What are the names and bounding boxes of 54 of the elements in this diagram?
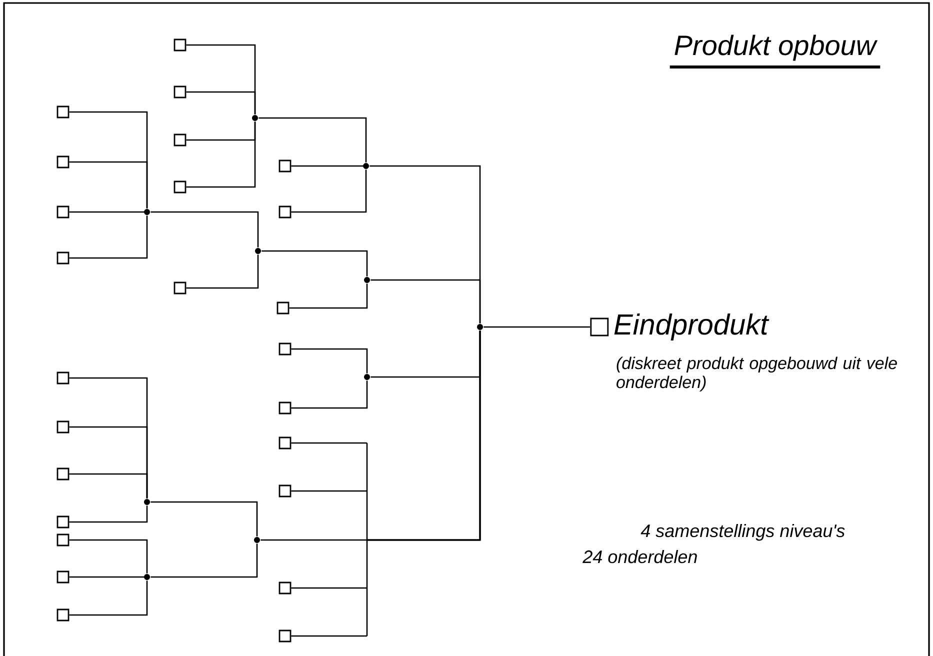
connector-line <box>69 506 148 523</box>
part-square <box>278 630 292 642</box>
connector-line <box>69 473 148 498</box>
part-square <box>56 468 70 480</box>
part-square <box>278 160 292 172</box>
labelled-square: Eindprodukt <box>590 313 770 341</box>
part-square <box>56 534 70 546</box>
part-square <box>174 180 186 194</box>
connector-line <box>69 216 148 259</box>
part-square <box>174 282 186 294</box>
part-square <box>56 252 70 264</box>
note: 24 onderdelen <box>582 550 697 564</box>
part-square <box>278 402 292 414</box>
part-square <box>56 206 70 218</box>
connector-line <box>370 330 481 378</box>
connector-line <box>69 539 148 574</box>
connector-line <box>69 580 148 616</box>
connector-line <box>150 544 258 578</box>
connector-line <box>262 250 368 276</box>
connector-line <box>258 117 367 162</box>
part-square <box>174 38 186 52</box>
title: Produkt opbouw <box>674 34 878 61</box>
connector-line <box>291 165 366 167</box>
connector-line <box>69 211 147 213</box>
connector-line <box>69 576 147 578</box>
part-square <box>278 484 292 498</box>
connector-line <box>186 122 256 188</box>
connector-line <box>291 380 368 409</box>
connector-line <box>186 91 256 114</box>
part-square <box>56 516 70 528</box>
part-square <box>278 342 292 356</box>
connector-line <box>69 161 148 208</box>
part-square <box>174 86 186 98</box>
part-square <box>56 608 70 622</box>
connector-line <box>370 279 481 324</box>
part-square <box>56 420 70 434</box>
part-square <box>278 206 292 218</box>
part-square <box>56 570 70 584</box>
part-square <box>278 582 292 594</box>
part-square <box>276 302 290 314</box>
connector-line <box>291 170 367 213</box>
node-caption: (diskreet produkt opgebouwd uit vele onderdelen) <box>616 356 897 392</box>
part-square <box>56 106 70 118</box>
connector-line <box>150 211 259 248</box>
connector-line <box>289 284 368 309</box>
part-square <box>174 134 186 146</box>
part-square <box>56 372 70 384</box>
part-square <box>278 436 292 450</box>
note: 4 samenstellings niveau's <box>640 524 845 541</box>
connector-line <box>291 348 368 374</box>
connector-line <box>484 326 590 328</box>
connector-line <box>186 254 259 289</box>
part-square <box>56 156 70 168</box>
connector-line <box>150 501 258 536</box>
